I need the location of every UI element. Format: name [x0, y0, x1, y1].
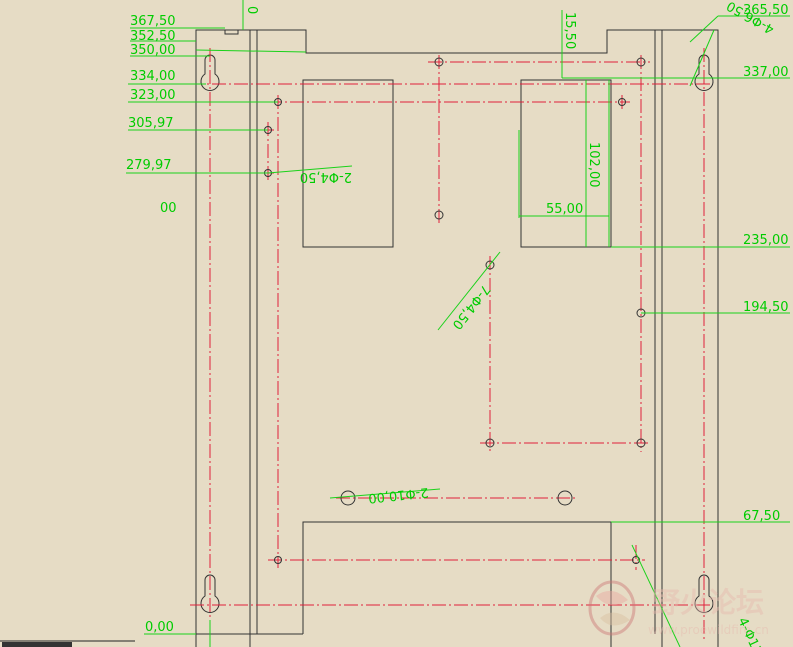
dim-102-00: 102,00	[586, 142, 601, 188]
dim-350-00: 350,00	[130, 43, 176, 58]
watermark-text: 野火论坛	[652, 586, 764, 619]
keyhole-slots	[200, 54, 714, 613]
hole-callouts: 4-Φ6,50 2-Φ4,50 7-Φ4,50 2-Φ10,00 4-Φ13	[300, 0, 777, 647]
table-fragment	[0, 640, 135, 647]
dim-15-50: 15,50	[562, 12, 577, 49]
dim-305-97: 305,97	[128, 116, 174, 131]
dim-367-50: 367,50	[130, 14, 176, 29]
callout-2-d4-50-left: 2-Φ4,50	[300, 169, 352, 184]
dim-279-97: 279,97	[126, 158, 172, 173]
dim-365-50: 365,50	[743, 3, 789, 18]
plate-outline	[195, 29, 719, 647]
callout-2-d10-00: 2-Φ10,00	[367, 484, 429, 505]
dim-323-00: 323,00	[130, 88, 176, 103]
left-dimension-labels: 367,50 352,50 350,00 334,00 323,00 305,9…	[126, 6, 259, 635]
dim-334-00: 334,00	[130, 69, 176, 84]
holes	[264, 57, 646, 564]
dim-55-00: 55,00	[546, 202, 583, 217]
dim-194-50: 194,50	[743, 300, 789, 315]
centerlines	[190, 48, 712, 640]
dim-0-00: 0,00	[145, 620, 174, 635]
dim-235-00: 235,00	[743, 233, 789, 248]
dim-67-50: 67,50	[743, 509, 780, 524]
watermark-logo: 野火论坛 www.proewildfire.cn	[588, 580, 769, 637]
right-dimension-labels: 365,50 337,00 235,00 194,50 67,50 15,50 …	[546, 3, 789, 524]
dim-352-50: 352,50	[130, 29, 176, 44]
dim-00: 00	[160, 201, 177, 216]
dim-337-00: 337,00	[743, 65, 789, 80]
watermark-url: www.proewildfire.cn	[648, 623, 769, 637]
dim-top-0: 0	[244, 6, 259, 14]
dimension-lines	[126, 0, 790, 647]
